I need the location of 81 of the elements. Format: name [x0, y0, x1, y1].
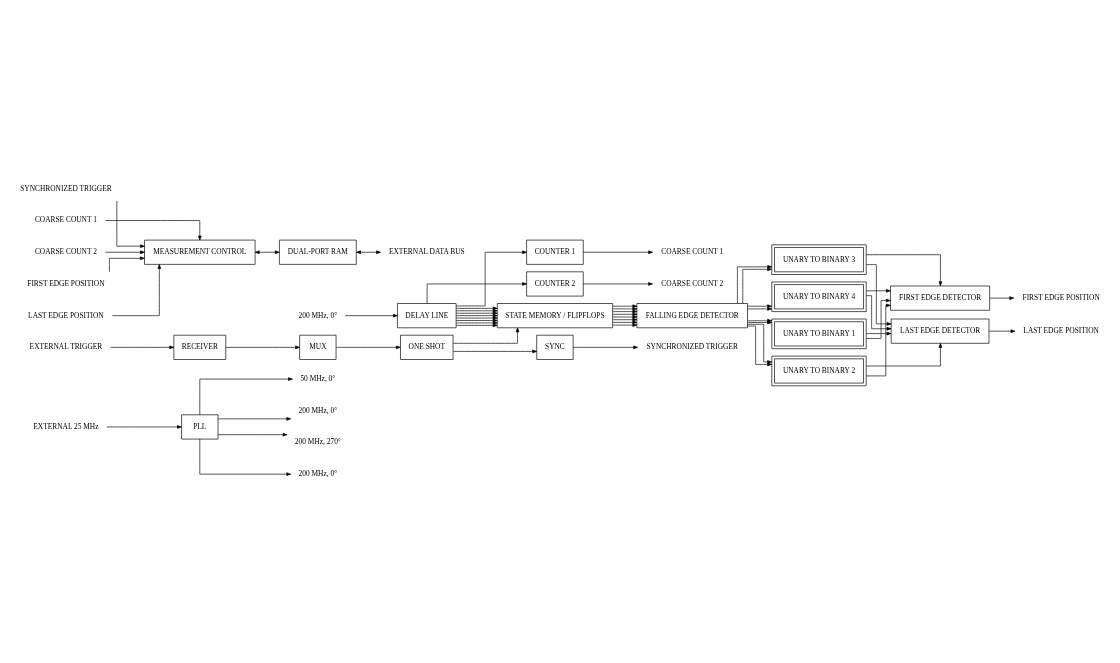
arrow	[612, 312, 638, 317]
arrow	[105, 250, 145, 254]
arrow	[199, 438, 292, 476]
arrow	[866, 289, 891, 293]
node-box: MEASUREMENT CONTROL	[144, 239, 256, 265]
node-box: COUNTER 2	[526, 271, 584, 297]
arrow	[453, 349, 538, 354]
arrow	[612, 309, 638, 314]
node-box: PLL	[181, 414, 219, 440]
arrow	[612, 323, 638, 327]
arrow	[455, 323, 498, 328]
node-box: FALLING EDGE DETECTOR	[636, 303, 748, 329]
arrow	[612, 307, 638, 311]
node-text: 200 MHz, 0°	[298, 405, 338, 415]
node-box: LAST EDGE DETECTOR	[890, 318, 990, 344]
arrow	[455, 318, 498, 323]
node-box: DUAL-PORT RAM	[279, 239, 357, 265]
arrow	[109, 256, 145, 273]
node-box: MUX	[299, 334, 337, 360]
arrow	[866, 298, 891, 339]
node-text: EXTERNAL 25 MHz	[33, 421, 99, 431]
node-text: COARSE COUNT 2	[34, 247, 97, 257]
node-box: DELAY LINE	[397, 303, 457, 329]
arrow	[344, 313, 398, 318]
node-text: COARSE COUNT 1	[661, 247, 724, 257]
arrow	[865, 303, 891, 377]
arrow	[583, 282, 653, 286]
arrow	[110, 345, 175, 350]
node-text: LAST EDGE POSITION	[28, 310, 104, 320]
arrow	[612, 317, 638, 322]
arrow	[866, 295, 892, 331]
arrow	[455, 306, 498, 311]
arrow	[612, 315, 638, 319]
node-box: ONE SHOT	[400, 334, 454, 360]
arrow	[199, 377, 293, 415]
arrow	[455, 316, 498, 320]
node-box: SYNC	[536, 334, 574, 360]
node-text: 200 MHz, 270°	[294, 437, 341, 447]
arrow	[612, 304, 638, 308]
arrow	[217, 417, 292, 421]
arrow	[452, 327, 520, 344]
arrow	[583, 250, 653, 254]
arrow	[356, 250, 381, 254]
arrow	[426, 282, 527, 304]
arrow	[225, 345, 300, 350]
node-text: COARSE COUNT 1	[34, 215, 97, 225]
node-text: FIRST EDGE POSITION	[1022, 293, 1100, 302]
node-text: 200 MHz, 0°	[298, 469, 338, 479]
node-text: EXTERNAL DATA BUS	[388, 247, 465, 257]
arrow	[866, 331, 892, 336]
arrow	[112, 264, 162, 316]
node-text: FIRST EDGE POSITION	[27, 278, 105, 288]
arrow	[106, 425, 182, 429]
node-text: LAST EDGE POSITION	[1023, 326, 1099, 336]
node-text: SYNCHRONIZED TRIGGER	[20, 183, 112, 193]
arrow	[572, 345, 639, 350]
node-text: SYNCHRONIZED TRIGGER	[646, 342, 738, 352]
node-text: 50 MHz, 0°	[300, 373, 336, 383]
node-box: RECEIVER	[173, 334, 227, 360]
node-text: COARSE COUNT 2	[661, 278, 724, 288]
node-box: FIRST EDGE DETECTOR	[890, 285, 990, 311]
arrow	[866, 264, 892, 326]
arrow	[116, 200, 145, 248]
arrow	[989, 296, 1015, 300]
arrow	[865, 254, 943, 287]
arrow	[455, 250, 527, 307]
arrow	[988, 329, 1016, 333]
node-text: 200 MHz, 0°	[298, 310, 338, 320]
node-box: STATE MEMORY / FLIPFLOPS	[496, 303, 613, 329]
arrow	[455, 321, 498, 325]
arrow	[747, 304, 772, 308]
node-text: EXTERNAL TRIGGER	[29, 342, 103, 352]
arrow	[455, 313, 498, 318]
arrow	[217, 432, 288, 437]
node-box: COUNTER 1	[526, 239, 584, 265]
arrow	[612, 320, 638, 325]
arrow	[865, 343, 943, 367]
arrow	[105, 220, 202, 241]
arrow	[747, 307, 772, 311]
arrow	[254, 250, 280, 254]
arrow	[335, 345, 401, 350]
